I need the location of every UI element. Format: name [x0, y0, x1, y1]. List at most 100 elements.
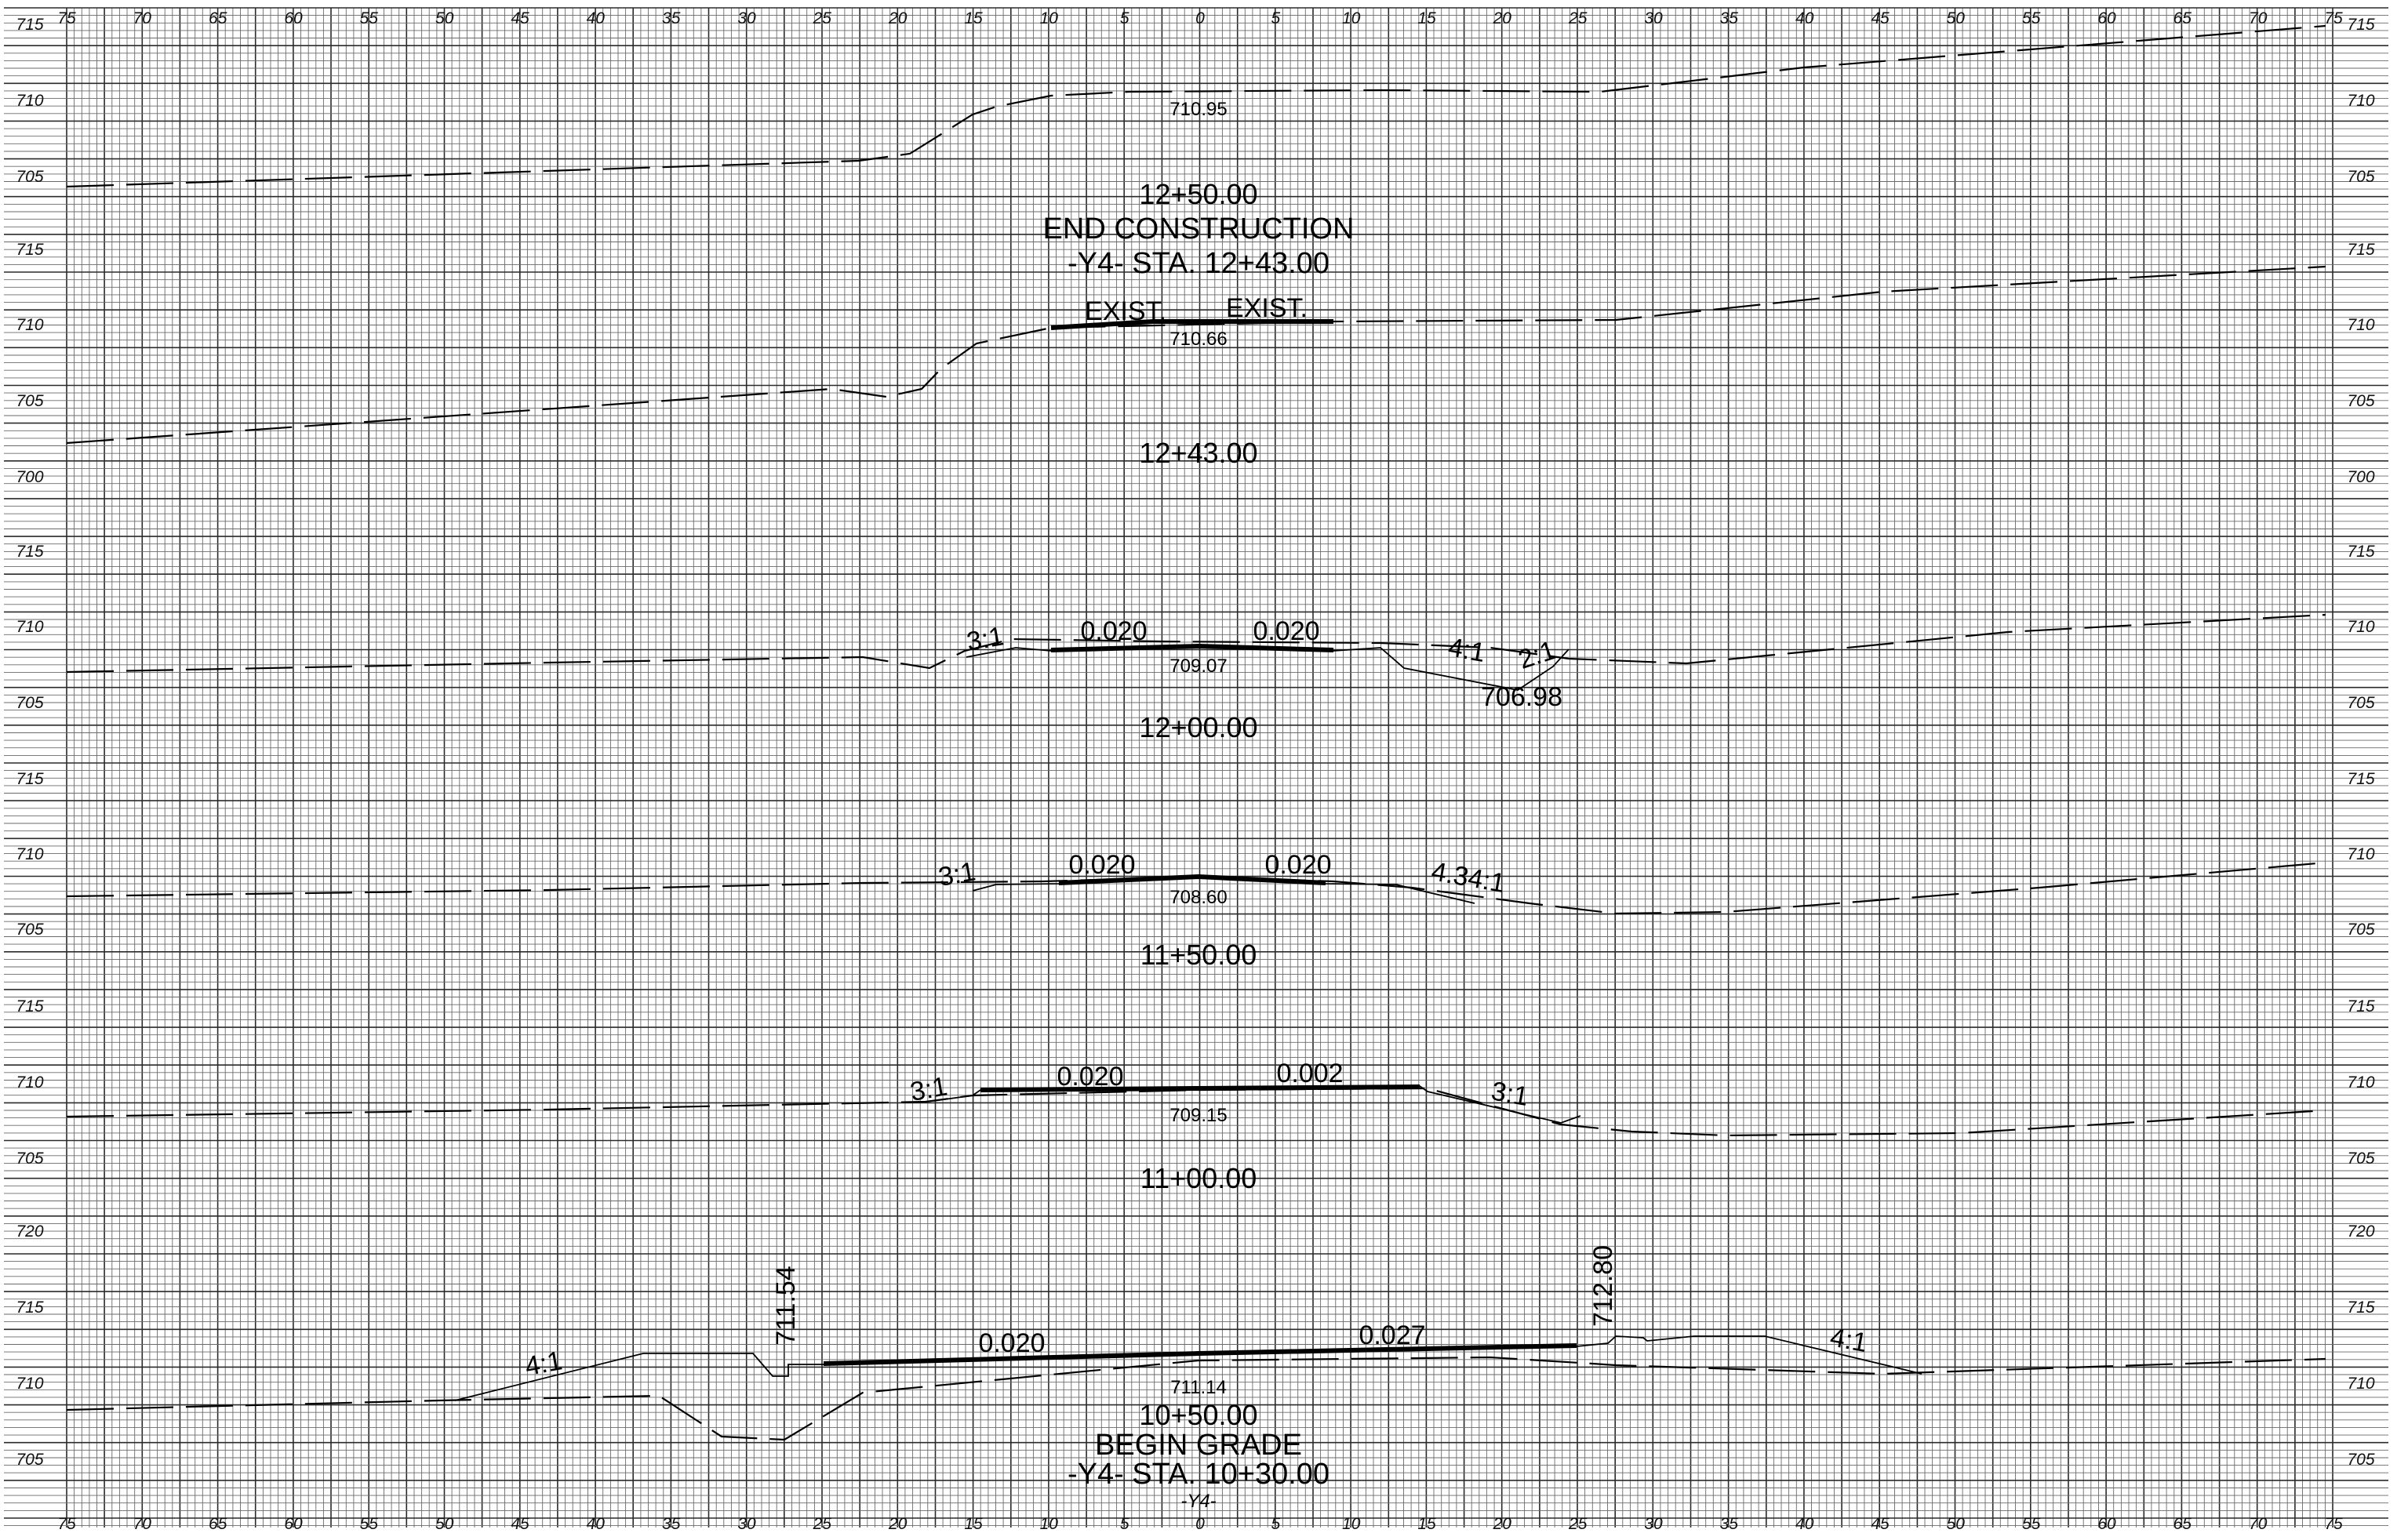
offset-tick-label: 35 — [1720, 1515, 1739, 1533]
title-line: END CONSTRUCTION — [1043, 213, 1355, 245]
elevation-tick-label: 710 — [2347, 1375, 2374, 1393]
title-line: -Y4- STA. 12+43.00 — [1068, 247, 1329, 280]
existing-ground-line — [66, 1087, 2326, 1137]
proposed-pavement — [1050, 643, 1334, 652]
cross-slope-label: 0.020 — [1080, 616, 1147, 646]
offset-tick-label: 30 — [737, 9, 756, 27]
offset-tick-label: 20 — [888, 9, 908, 27]
offset-tick-label: 20 — [888, 1515, 908, 1533]
elevation-tick-label: 715 — [2347, 997, 2374, 1015]
elevation-tick-label: 715 — [16, 997, 43, 1015]
elevation-tick-label: 715 — [16, 1299, 43, 1317]
existing-label: EXIST. — [1085, 296, 1166, 326]
section-11-00: 3:1 0.020 0.002 3:1 709.15 11+00.00 — [66, 1059, 2326, 1194]
elevation-tick-label: 715 — [2347, 1299, 2374, 1317]
centerline-elevation: 709.15 — [1169, 1105, 1227, 1126]
elevation-tick-label: 700 — [2347, 468, 2374, 486]
offset-tick-label: 20 — [1493, 9, 1512, 27]
offset-tick-label: 35 — [1720, 9, 1739, 27]
proposed-pavement — [1058, 874, 1326, 885]
cross-slope-label: 0.020 — [1068, 850, 1135, 880]
elevation-tick-label: 705 — [2347, 1150, 2374, 1168]
offset-tick-label: 50 — [435, 9, 454, 27]
elevation-tick-label: 715 — [16, 241, 43, 259]
elevation-tick-label: 705 — [2347, 694, 2374, 712]
offset-tick-label: 50 — [1947, 1515, 1966, 1533]
offset-tick-label: 75 — [57, 1515, 76, 1533]
title-line: -Y4- STA. 10+30.00 — [1068, 1458, 1329, 1491]
offset-tick-label: 40 — [1795, 1515, 1814, 1533]
section-12-00: 3:1 0.020 0.020 4:1 2:1 706.98 709.07 12… — [66, 613, 2326, 743]
proposed-section-line — [966, 646, 1570, 691]
cross-slope-label: 0.002 — [1276, 1059, 1343, 1088]
offset-tick-label: 70 — [2249, 9, 2268, 27]
offset-tick-label: 5 — [1120, 1515, 1129, 1533]
station-label: 11+50.00 — [1140, 939, 1257, 971]
slope-label: 4:1 — [523, 1346, 565, 1382]
slope-label: 3:1 — [937, 856, 978, 892]
slope-label: 3:1 — [1489, 1076, 1530, 1112]
offset-tick-label: 35 — [662, 9, 681, 27]
elevation-tick-label: 705 — [16, 168, 43, 186]
elevation-tick-label: 710 — [2347, 316, 2374, 334]
offset-tick-label: 30 — [1644, 1515, 1663, 1533]
offset-tick-label: 40 — [587, 9, 606, 27]
offset-tick-label: 55 — [2022, 9, 2041, 27]
elevation-labels: 715 715 710 710 705 705 715 715 710 710 705 705 700 7… — [16, 16, 2374, 1469]
offset-tick-label: 35 — [662, 1515, 681, 1533]
offset-tick-label: 45 — [511, 9, 529, 27]
shoulder-elevation: 712.80 — [1588, 1245, 1618, 1327]
offset-tick-label: 75 — [2324, 9, 2343, 27]
offset-tick-label: 65 — [2173, 1515, 2192, 1533]
elevation-tick-label: 710 — [16, 845, 43, 863]
offset-tick-label: 65 — [2173, 9, 2192, 27]
offset-tick-label: 30 — [1644, 9, 1663, 27]
elevation-tick-label: 705 — [2347, 921, 2374, 939]
offset-tick-label: 75 — [2324, 1515, 2343, 1533]
section-12-50: 710.95 12+50.00 END CONSTRUCTION -Y4- ST… — [66, 24, 2326, 280]
elevation-tick-label: 705 — [16, 392, 43, 410]
shoulder-elevation: 711.54 — [771, 1266, 801, 1345]
centerline-elevation: 710.66 — [1169, 329, 1227, 350]
alignment-label: -Y4- — [1180, 1491, 1216, 1512]
offset-tick-label: 60 — [2097, 1515, 2116, 1533]
elevation-tick-label: 715 — [2347, 770, 2374, 788]
elevation-tick-label: 705 — [2347, 168, 2374, 186]
elevation-tick-label: 710 — [16, 316, 43, 334]
slope-label: 4:1 — [1828, 1322, 1869, 1358]
centerline-elevation: 709.07 — [1169, 656, 1227, 677]
elevation-tick-label: 710 — [16, 92, 43, 110]
offset-tick-label: 10 — [1342, 1515, 1361, 1533]
elevation-tick-label: 710 — [16, 1073, 43, 1092]
elevation-tick-label: 705 — [16, 921, 43, 939]
offset-tick-label: 70 — [133, 9, 152, 27]
section-12-43: EXIST. EXIST. 710.66 12+43.00 — [66, 265, 2326, 469]
elevation-tick-label: 715 — [2347, 241, 2374, 259]
offset-tick-label: 65 — [209, 1515, 227, 1533]
elevation-tick-label: 710 — [2347, 845, 2374, 863]
elevation-tick-label: 705 — [2347, 392, 2374, 410]
elevation-tick-label: 720 — [16, 1222, 43, 1241]
station-label: 12+43.00 — [1139, 437, 1257, 469]
station-label: 10+50.00 — [1139, 1399, 1257, 1431]
offset-tick-label: 50 — [1947, 9, 1966, 27]
offset-tick-label: 15 — [1417, 9, 1436, 27]
offset-tick-label: 10 — [1342, 9, 1361, 27]
offset-tick-label: 10 — [1040, 9, 1059, 27]
offset-tick-label: 20 — [1493, 1515, 1512, 1533]
station-label: 12+00.00 — [1139, 711, 1257, 743]
offset-tick-label: 5 — [1271, 1515, 1280, 1533]
existing-ground-line — [66, 265, 2326, 445]
offset-tick-label: 70 — [2249, 1515, 2268, 1533]
existing-ground-line — [66, 613, 2326, 674]
station-label: 11+00.00 — [1140, 1162, 1257, 1194]
title-line: BEGIN GRADE — [1095, 1429, 1302, 1462]
offset-tick-label: 15 — [964, 9, 983, 27]
offset-tick-label: 45 — [1871, 1515, 1890, 1533]
offset-tick-label: 55 — [360, 9, 379, 27]
centerline-elevation: 708.60 — [1169, 887, 1227, 908]
elevation-tick-label: 715 — [16, 16, 43, 34]
elevation-tick-label: 715 — [2347, 16, 2374, 34]
elevation-tick-label: 710 — [16, 618, 43, 636]
elevation-tick-label: 710 — [2347, 92, 2374, 110]
